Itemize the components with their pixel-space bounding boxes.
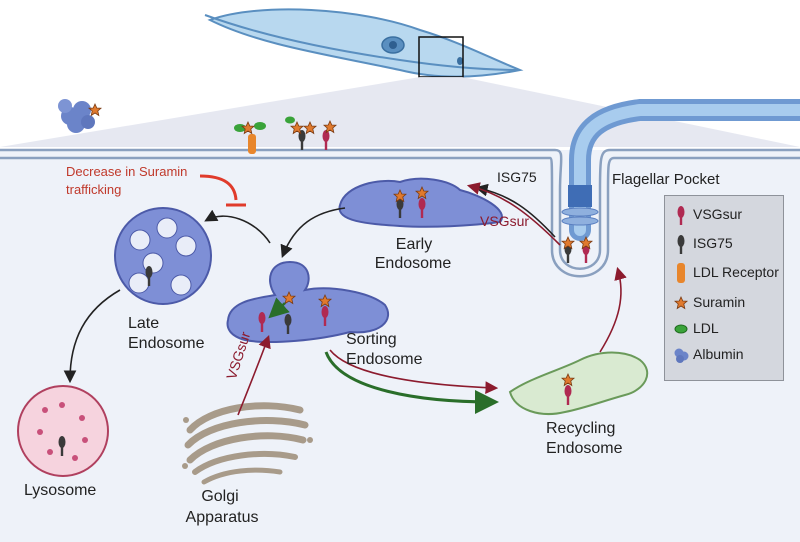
decrease-label-line2: trafficking xyxy=(66,182,122,197)
vsgsur-icon xyxy=(677,206,685,225)
legend-item-vsgsur: VSGsur xyxy=(673,204,783,226)
arrow-sorting-to-recycling-green xyxy=(324,351,499,414)
early-endosome-label-1: Early xyxy=(395,236,433,253)
membrane-inner xyxy=(0,156,800,278)
legend-label: ISG75 xyxy=(693,235,733,251)
arrow-late-to-lysosome xyxy=(63,289,121,384)
legend-item-isg75: ISG75 xyxy=(673,233,783,255)
lysosome xyxy=(17,385,109,477)
arrow-pocket-to-early-vsg xyxy=(466,182,561,246)
ldl-icon xyxy=(674,324,688,334)
albumin-molecule xyxy=(58,99,102,133)
decrease-label-line1: Decrease in Suramin xyxy=(66,164,188,179)
vsgsur-pocket-label: VSGsur xyxy=(480,213,530,229)
recycling-endosome xyxy=(508,351,649,415)
legend-label: LDL xyxy=(693,320,719,336)
golgi-label-2: Apparatus xyxy=(185,509,259,526)
arrow-golgi-to-sorting xyxy=(237,334,271,416)
arrow-recycling-to-pocket xyxy=(599,266,627,353)
legend: VSGsur ISG75 LDL Receptor Suramin LDL Al… xyxy=(664,195,784,381)
early-endosome-label-2: Endosome xyxy=(374,255,452,272)
recycling-endosome-label-1: Recycling xyxy=(546,420,616,437)
trypanosome-cell xyxy=(204,8,524,78)
legend-item-albumin: Albumin xyxy=(673,344,783,366)
flagellar-pocket-label: Flagellar Pocket xyxy=(612,171,720,188)
inhibition-arrow xyxy=(199,174,246,207)
legend-label: LDL Receptor xyxy=(693,264,779,280)
arrow-sorting-to-recycling-red xyxy=(329,349,499,395)
arrow-early-to-sorting xyxy=(280,207,346,258)
late-endosome-label-1: Late xyxy=(128,315,160,332)
basal-body xyxy=(568,185,592,207)
arrow-sorting-to-late xyxy=(204,209,271,244)
suramin-icon xyxy=(674,296,688,309)
legend-label: Albumin xyxy=(693,346,744,362)
ldl-receptor-icon xyxy=(677,263,685,283)
albumin-icon xyxy=(674,348,689,363)
isg75-pocket-label: ISG75 xyxy=(497,169,537,185)
legend-label: Suramin xyxy=(693,294,746,310)
isg75-icon xyxy=(677,235,685,254)
isg75-receptor-surface xyxy=(285,116,317,150)
recycling-endosome-label-2: Endosome xyxy=(546,440,623,457)
legend-item-ldl-receptor: LDL Receptor xyxy=(673,262,783,284)
sorting-endosome-label-2: Endosome xyxy=(346,351,423,368)
lysosome-label: Lysosome xyxy=(24,482,97,499)
legend-item-ldl: LDL xyxy=(673,318,783,340)
late-endosome-label-2: Endosome xyxy=(128,335,205,352)
arrow-pocket-to-early xyxy=(474,183,556,238)
sorting-endosome-label-1: Sorting xyxy=(346,331,397,348)
golgi-apparatus xyxy=(182,402,313,485)
legend-label: VSGsur xyxy=(693,206,743,222)
membrane-outer xyxy=(0,148,800,270)
golgi-label-1: Golgi xyxy=(201,488,239,505)
legend-item-suramin: Suramin xyxy=(673,292,783,314)
late-endosome xyxy=(114,207,212,305)
ldl-receptor xyxy=(234,121,266,154)
